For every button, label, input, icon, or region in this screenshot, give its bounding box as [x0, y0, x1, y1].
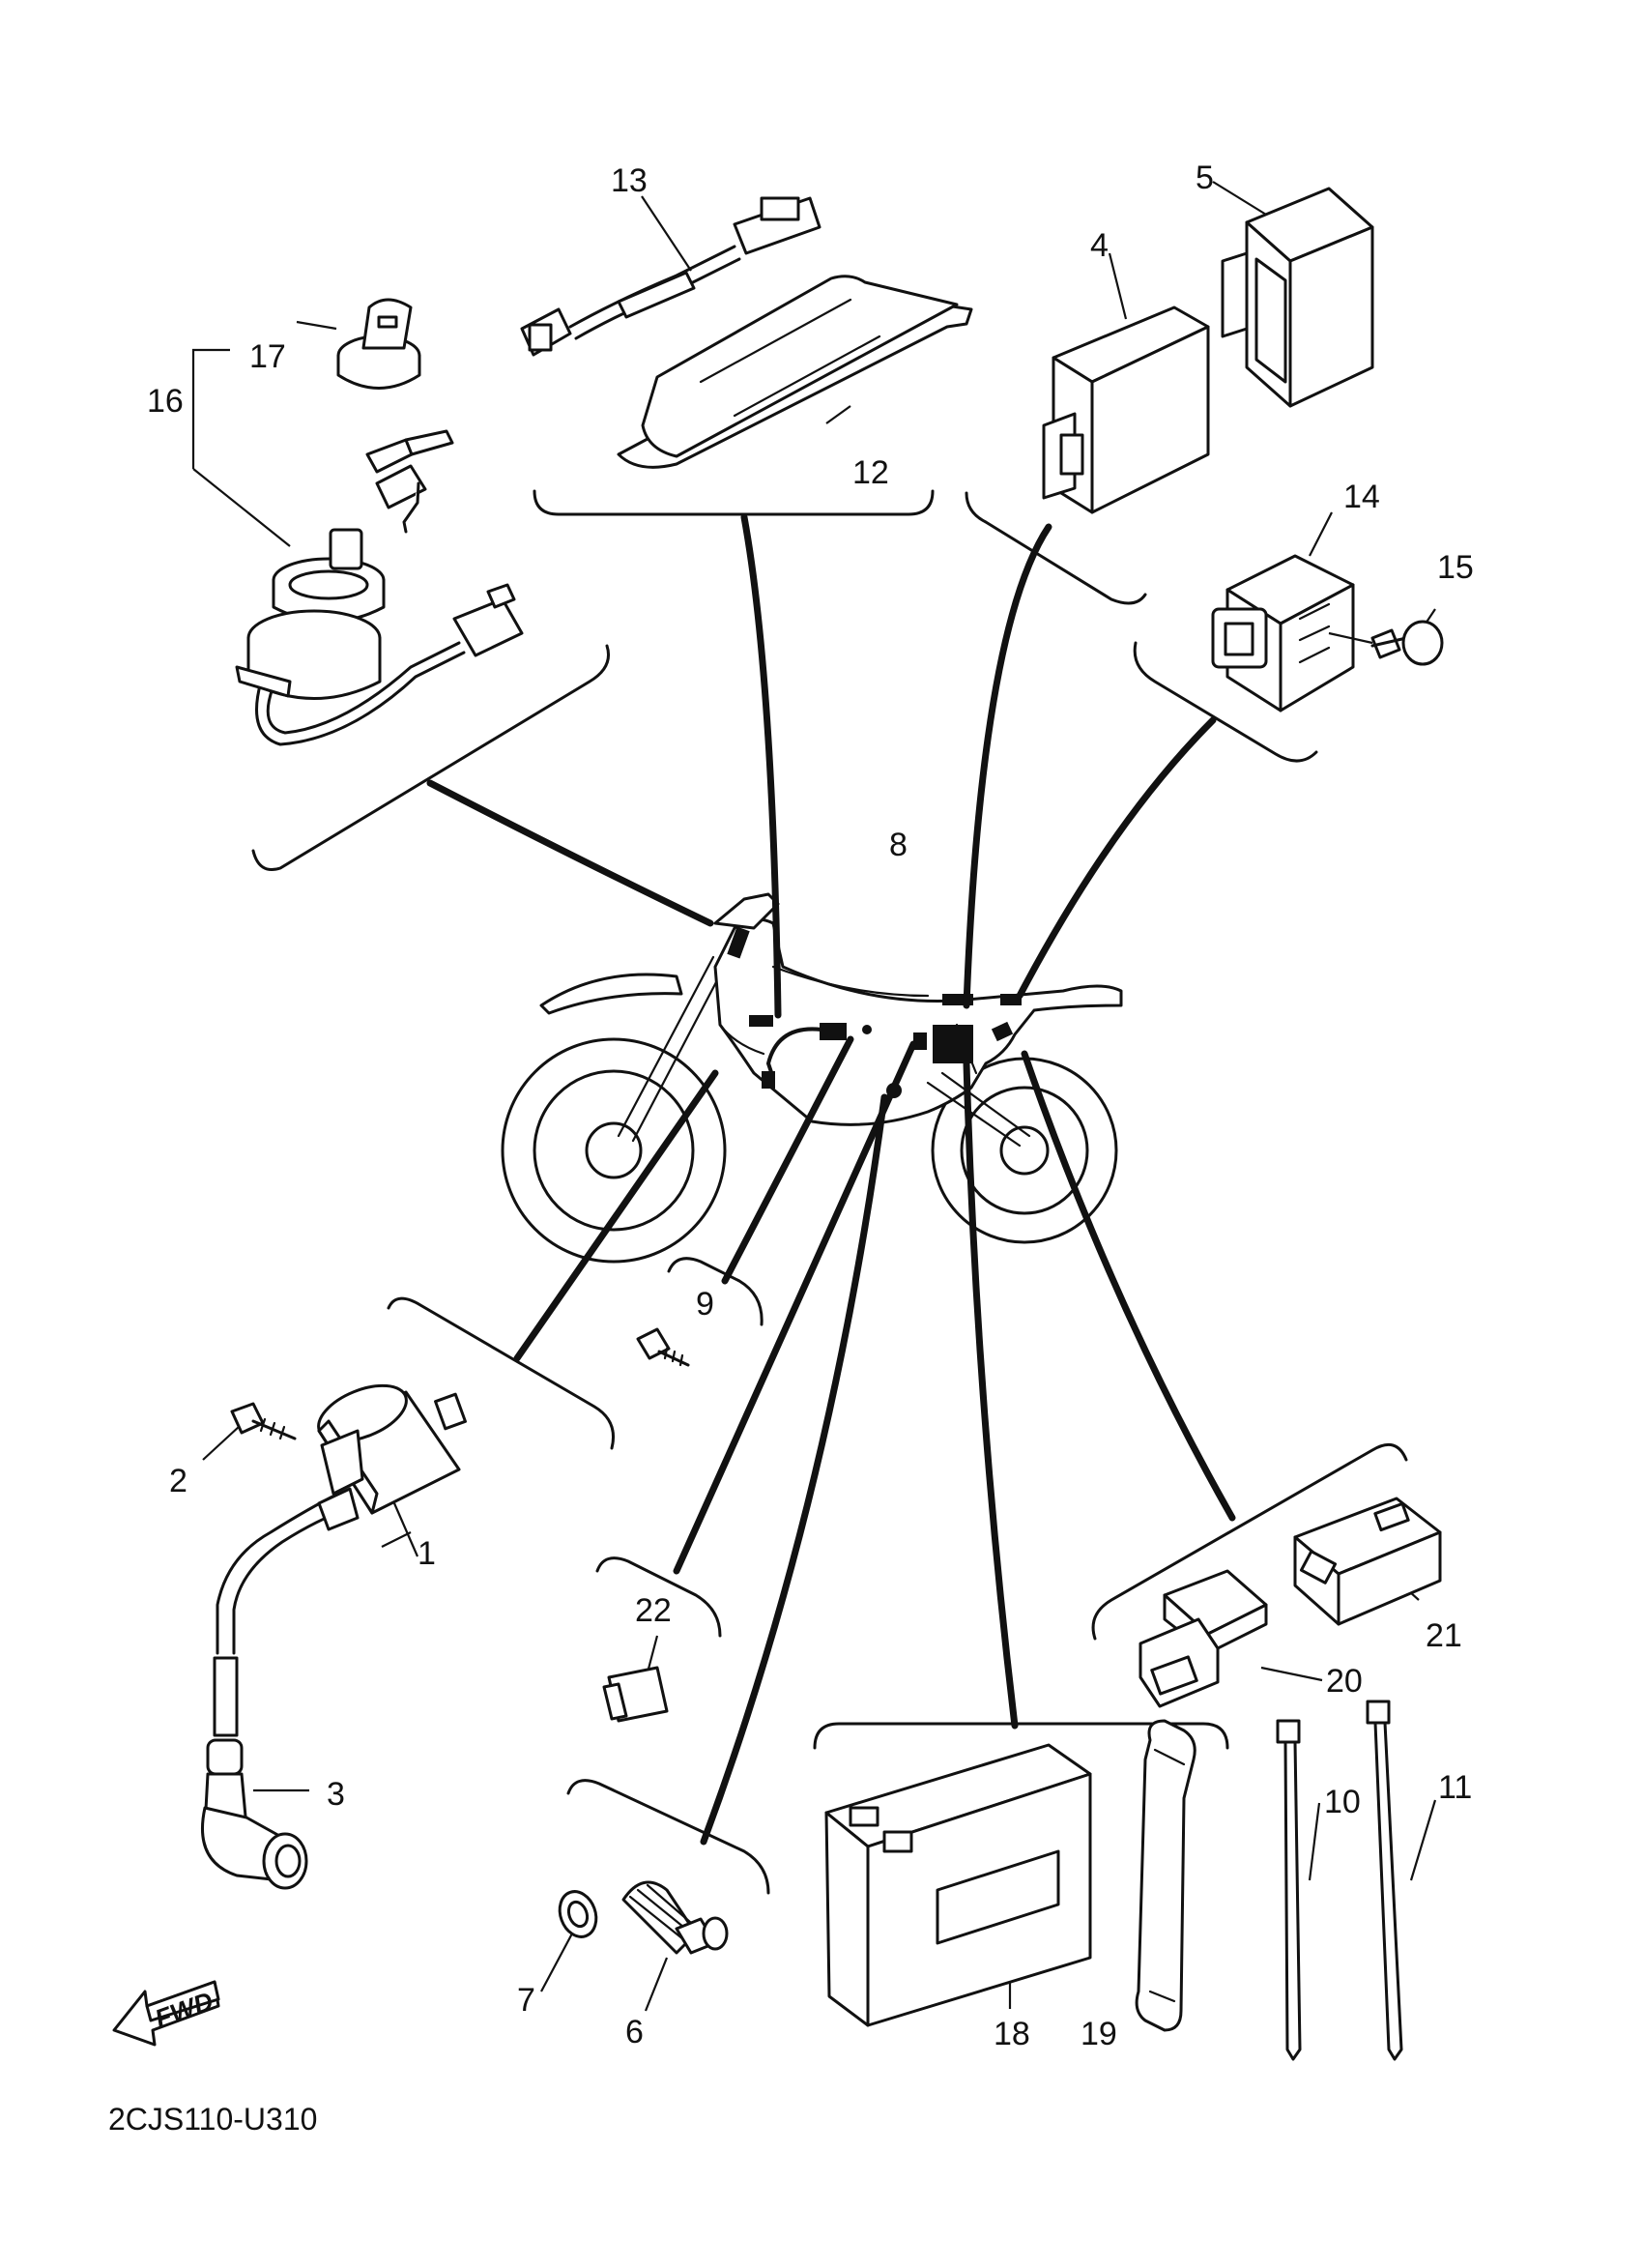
callout-15: 15 — [1437, 549, 1474, 586]
cable-tie-short — [1276, 1719, 1321, 2061]
coil-bolt — [202, 1402, 297, 1461]
callout-12: 12 — [852, 454, 889, 491]
relay-bolt — [1328, 608, 1444, 666]
callout-1: 1 — [418, 1535, 436, 1572]
cdi-unit — [1042, 252, 1210, 514]
callout-20: 20 — [1326, 1663, 1363, 1700]
callout-4: 4 — [1090, 227, 1109, 264]
callout-13: 13 — [611, 162, 648, 199]
washer — [540, 1890, 598, 1992]
callout-21: 21 — [1426, 1617, 1462, 1654]
callout-19: 19 — [1081, 2016, 1117, 2052]
callout-18: 18 — [994, 2016, 1030, 2052]
forward-arrow-icon: FWD — [112, 1980, 220, 2047]
callout-10: 10 — [1324, 1784, 1361, 1820]
callout-16: 16 — [147, 383, 184, 420]
callout-3: 3 — [327, 1776, 345, 1813]
rectifier-box — [1212, 181, 1374, 408]
callout-14: 14 — [1343, 479, 1380, 515]
plate — [617, 275, 973, 469]
callout-7: 7 — [517, 1982, 535, 2019]
coupler-20 — [1139, 1569, 1323, 1708]
callout-labels: 1 2 3 4 5 6 7 8 9 10 11 12 13 14 15 16 1… — [147, 160, 1474, 2052]
callout-17: 17 — [249, 338, 286, 375]
fuse — [602, 1635, 669, 1723]
callout-2: 2 — [169, 1463, 187, 1499]
neutral-switch — [621, 1880, 729, 2012]
callout-5: 5 — [1196, 160, 1214, 196]
bolt-small — [636, 1327, 690, 1367]
battery — [824, 1743, 1092, 2027]
main-switch-assembly — [191, 298, 524, 746]
plug-cap — [200, 1738, 309, 1890]
group-brackets — [251, 489, 1408, 1895]
callout-8: 8 — [889, 827, 908, 863]
relay — [1211, 511, 1355, 712]
callout-9: 9 — [696, 1286, 714, 1323]
callout-22: 22 — [635, 1592, 672, 1629]
battery-band — [1135, 1719, 1196, 2032]
coupler-21 — [1293, 1497, 1442, 1626]
lead-wire — [520, 195, 822, 357]
ignition-coil — [213, 1383, 467, 1737]
callout-11: 11 — [1438, 1769, 1472, 1806]
figure-code: 2CJS110-U310 — [108, 2102, 317, 2137]
connector-lines — [426, 513, 1236, 1846]
motorcycle-outline — [501, 892, 1123, 1264]
callout-6: 6 — [625, 2014, 644, 2050]
cable-tie-long — [1366, 1700, 1437, 2061]
